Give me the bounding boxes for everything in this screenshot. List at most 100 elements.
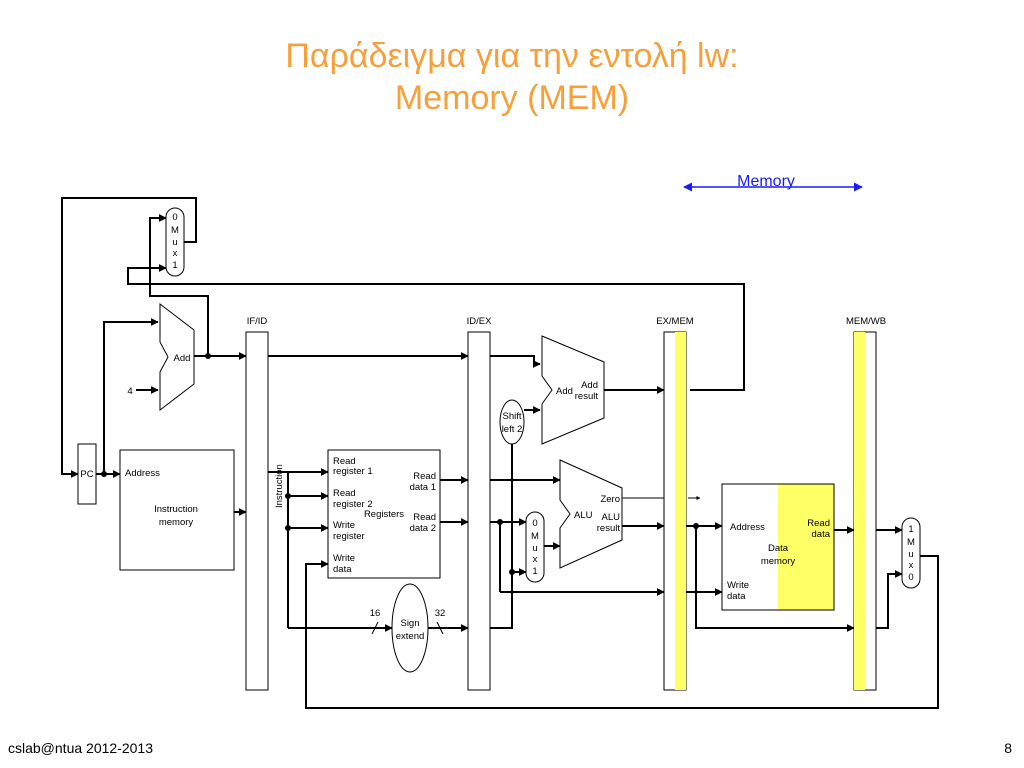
bus-width-mark	[371, 621, 379, 635]
mux-label: M	[531, 531, 539, 542]
id-ex-label: ID/EX	[467, 316, 492, 327]
ex-mem-highlight	[675, 332, 686, 690]
alu-label: ALU	[574, 510, 593, 521]
adder-label: Add	[174, 353, 191, 364]
read-data-1-label: Read	[413, 471, 436, 482]
write-register-label: Write	[333, 520, 355, 531]
wire-pc-to-adder	[103, 318, 159, 474]
sign-extend-unit: Sign extend 16 32	[370, 583, 446, 673]
sign-extend-label: Sign	[400, 618, 419, 629]
mux-label: M	[907, 537, 915, 548]
pc-box	[77, 443, 97, 505]
mem-wb-label: MEM/WB	[846, 316, 886, 327]
pipeline-register-ex-mem: EX/MEM	[656, 316, 694, 691]
adder-branch-target: Add Add result	[541, 335, 605, 445]
alu-result-label: result	[597, 523, 621, 534]
alu-result-label: ALU	[602, 512, 621, 523]
adder-shape	[159, 302, 195, 412]
junction-dot	[101, 471, 107, 477]
imem-box	[119, 449, 235, 571]
mux-body	[525, 511, 545, 583]
alu-zero-label: Zero	[600, 494, 620, 505]
wire-alu-result-to-memwb	[695, 526, 855, 632]
sign-extend-label: extend	[396, 631, 425, 642]
if-id-bar	[245, 331, 269, 691]
pipeline-register-id-ex: ID/EX	[467, 316, 492, 691]
imem-name: memory	[159, 517, 194, 528]
junction-dot	[205, 353, 211, 359]
wire-imm-to-alu-mux-1	[490, 568, 527, 629]
dmem-read-data-label: Read	[807, 518, 830, 529]
dmem-name: memory	[761, 556, 796, 567]
mux-label: 1	[172, 260, 177, 271]
instruction-label: Instruction	[274, 464, 285, 508]
sign-extend-ellipse	[391, 583, 429, 673]
footer-credit: cslab@ntua 2012-2013	[8, 740, 153, 756]
program-counter: PC	[77, 443, 97, 505]
wire-writeback-data	[305, 555, 939, 709]
bus-width-mark	[436, 621, 444, 635]
dmem-read-data-label: data	[812, 529, 831, 540]
shift-left-2: Shift left 2	[499, 399, 525, 445]
write-data-label: data	[333, 564, 352, 575]
shift-label: left 2	[502, 424, 523, 435]
register-file-name: Registers	[364, 509, 404, 520]
mux-body	[165, 207, 185, 277]
read-register-2-label: register 2	[333, 499, 373, 510]
alu: ALU Zero ALU result	[559, 459, 623, 569]
mux-label: 0	[172, 212, 177, 223]
dmem-address-label: Address	[730, 522, 765, 533]
junction-dot	[509, 569, 515, 575]
read-data-2-label: Read	[413, 512, 436, 523]
junction-dot	[497, 519, 503, 525]
mux-alu-source: 0 M u x 1	[525, 511, 545, 583]
imem-address-label: Address	[125, 468, 160, 479]
shift-ellipse	[499, 399, 525, 445]
branch-adder-shape	[541, 335, 605, 445]
write-register-label: register	[333, 531, 365, 542]
dmem-write-data-label: Write	[727, 580, 749, 591]
dmem-outline	[721, 483, 835, 611]
read-data-1-label: data 1	[410, 482, 436, 493]
mux-label: 1	[532, 566, 537, 577]
wire-mux-to-pc	[61, 197, 197, 478]
mux-label: 0	[908, 572, 913, 583]
register-file-box	[327, 449, 441, 579]
write-data-label: Write	[333, 553, 355, 564]
stage-indicator: Memory	[683, 173, 863, 192]
shift-label: Shift	[502, 411, 521, 422]
read-register-1-label: register 1	[333, 466, 373, 477]
mux-body	[901, 517, 921, 589]
branch-adder-label: Add	[556, 386, 573, 397]
junction-dots	[101, 353, 699, 575]
id-ex-bar	[467, 331, 491, 691]
pc-label: PC	[80, 469, 93, 480]
ex-mem-label: EX/MEM	[656, 316, 694, 327]
mux-label: 1	[908, 524, 913, 535]
wire-branch-target	[127, 267, 745, 391]
mem-wb-highlight	[854, 332, 865, 690]
mux-writeback: 1 M u x 0	[901, 517, 921, 589]
read-data-2-label: data 2	[410, 523, 436, 534]
junction-dot	[285, 493, 291, 499]
alu-shape	[559, 459, 623, 569]
data-memory: Address Read data Data memory Write data	[721, 483, 835, 611]
mux-label: x	[173, 248, 178, 259]
input-width-label: 16	[370, 608, 381, 619]
output-width-label: 32	[435, 608, 446, 619]
mux-label: u	[532, 543, 537, 554]
imem-name: Instruction	[154, 504, 198, 515]
pipeline-register-if-id: IF/ID Instruction	[245, 316, 285, 691]
page-number: 8	[1004, 740, 1012, 756]
read-register-1-label: Read	[333, 456, 356, 467]
dmem-highlight	[778, 484, 834, 610]
junction-dot	[285, 525, 291, 531]
read-register-2-label: Read	[333, 488, 356, 499]
instruction-memory: Address Instruction memory	[119, 449, 235, 571]
stage-label: Memory	[737, 173, 795, 190]
slide-title-line-1: Παράδειγμα για την εντολή lw:	[285, 37, 739, 75]
branch-adder-result-label: Add	[581, 380, 598, 391]
mux-label: u	[172, 237, 177, 248]
mux-pc-select: 0 M u x 1	[165, 207, 185, 277]
